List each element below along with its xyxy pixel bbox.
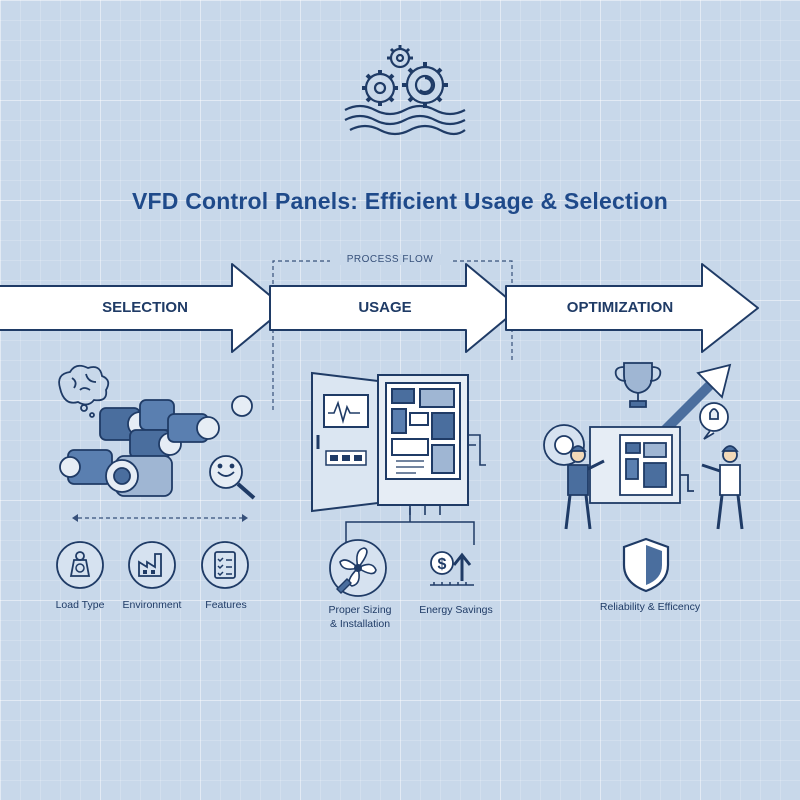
stage-label-selection: SELECTION (102, 299, 188, 316)
optimization-illustration (543, 362, 744, 530)
arrow-optimization (505, 263, 759, 353)
arrow-usage (269, 263, 520, 353)
gears-logo-icon (344, 45, 466, 136)
dollar-up-icon: $ (430, 551, 474, 586)
caption-environment: Environment (122, 599, 182, 611)
trophy-icon (623, 362, 653, 394)
factory-icon (128, 541, 176, 589)
stage-label-optimization: OPTIMIZATION (566, 299, 674, 316)
page-title: VFD Control Panels: Efficient Usage & Se… (132, 188, 668, 214)
fan-icon (329, 539, 387, 597)
svg-text:$: $ (438, 556, 447, 573)
caption-energy-savings: Energy Savings (419, 604, 493, 616)
caption-reliability: Reliability & Efficency (599, 601, 701, 613)
caption-proper-sizing-line2: & Installation (329, 618, 391, 630)
weight-icon (56, 541, 104, 589)
motors-illustration (58, 364, 256, 500)
process-flow-label: PROCESS FLOW (330, 254, 450, 265)
caption-load-type: Load Type (55, 599, 105, 611)
vfd-panel-icon (311, 371, 486, 515)
stage-label-usage: USAGE (358, 299, 412, 316)
caption-features: Features (205, 599, 247, 611)
arrow-selection (0, 263, 286, 353)
brain-icon (58, 364, 110, 406)
checklist-icon (201, 541, 249, 589)
caption-proper-sizing: Proper Sizing & Installation (312, 603, 408, 631)
caption-proper-sizing-line1: Proper Sizing (328, 604, 392, 616)
shield-icon (622, 537, 670, 593)
